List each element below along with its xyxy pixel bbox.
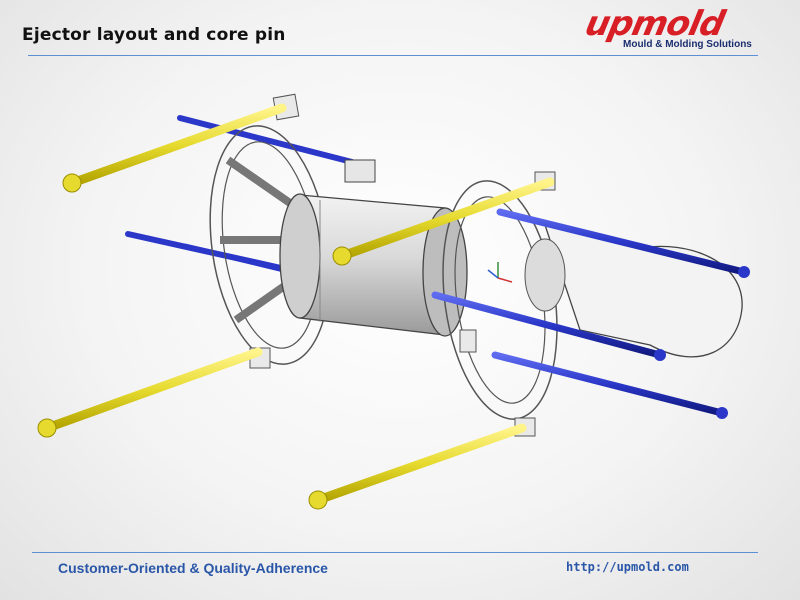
left-flange	[209, 93, 331, 369]
header-divider	[28, 55, 758, 56]
ejector-pins-front	[431, 208, 750, 419]
footer-slogan: Customer-Oriented & Quality-Adherence	[58, 560, 328, 576]
logo-wordmark: upmold	[581, 4, 728, 44]
footer-url-link[interactable]: http://upmold.com	[566, 560, 689, 574]
return-pins	[37, 103, 555, 510]
axis-triad-icon	[487, 262, 513, 283]
slide-title: Ejector layout and core pin	[22, 25, 286, 45]
upmold-logo: upmold Mould & Molding Solutions	[582, 4, 766, 54]
logo-tagline: Mould & Molding Solutions	[623, 39, 752, 50]
footer-divider	[32, 552, 758, 553]
ejector-assembly-illustration	[37, 93, 750, 510]
